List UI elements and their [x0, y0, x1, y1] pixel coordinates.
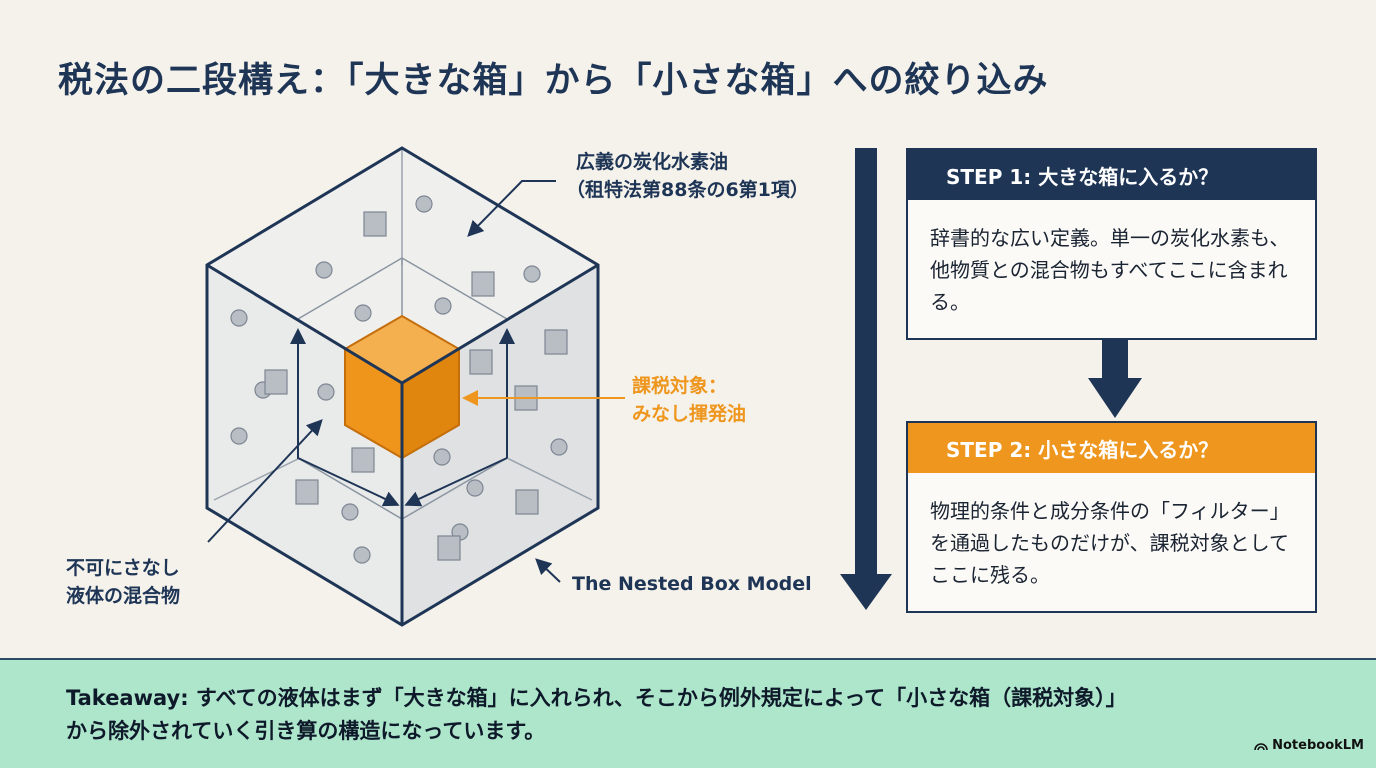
brand: NotebookLM	[1254, 729, 1364, 762]
step-2-header: STEP 2: 小さな箱に入るか？	[908, 423, 1315, 473]
page-title: 税法の二段構え：「大きな箱」から「小さな箱」への絞り込み	[58, 61, 1049, 101]
excluded-label: 不可にさなし 液体の混合物	[66, 554, 180, 610]
outer-box-edges	[205, 146, 600, 627]
takeaway-line2: から除外されていく引き算の構造になっています。	[66, 719, 546, 743]
brand-name: NotebookLM	[1272, 738, 1364, 753]
outer-label-line2: （租特法第88条の6第1項）	[566, 179, 809, 201]
notebooklm-logo-icon	[1254, 743, 1268, 751]
outer-label-line1: 広義の炭化水素油	[576, 151, 729, 173]
excluded-label-line2: 液体の混合物	[66, 585, 181, 607]
particles	[230, 195, 568, 564]
step-1-body: 辞書的な広い定義。単一の炭化水素も、他物質との混合物もすべてここに含まれる。	[930, 226, 1290, 314]
outer-box-label: 広義の炭化水素油 （租特法第88条の6第1項）	[566, 148, 809, 204]
core-label: 課税対象： みなし揮発油	[632, 372, 746, 428]
step-2-card: STEP 2: 小さな箱に入るか？ 物理的条件と成分条件の「フィルター」を通過し…	[906, 421, 1317, 613]
takeaway-line1: Takeaway: すべての液体はまず「大きな箱」に入れられ、そこから例外規定に…	[66, 686, 1127, 710]
filter-arrows	[207, 180, 625, 583]
flow-arrow	[840, 148, 1142, 610]
step-2-body: 物理的条件と成分条件の「フィルター」を通過したものだけが、課税対象としてここに残…	[930, 499, 1290, 587]
core-label-line1: 課税対象：	[632, 375, 728, 397]
core-label-line2: みなし揮発油	[632, 403, 747, 425]
excluded-label-line1: 不可にさなし	[66, 557, 180, 579]
step-1-header: STEP 1: 大きな箱に入るか？	[908, 150, 1315, 200]
nested-box-diagram	[205, 146, 1142, 627]
takeaway-banner: Takeaway: すべての液体はまず「大きな箱」に入れられ、そこから例外規定に…	[0, 658, 1376, 768]
model-label: The Nested Box Model	[572, 573, 812, 595]
step-1-card: STEP 1: 大きな箱に入るか？ 辞書的な広い定義。単一の炭化水素も、他物質と…	[906, 148, 1317, 340]
